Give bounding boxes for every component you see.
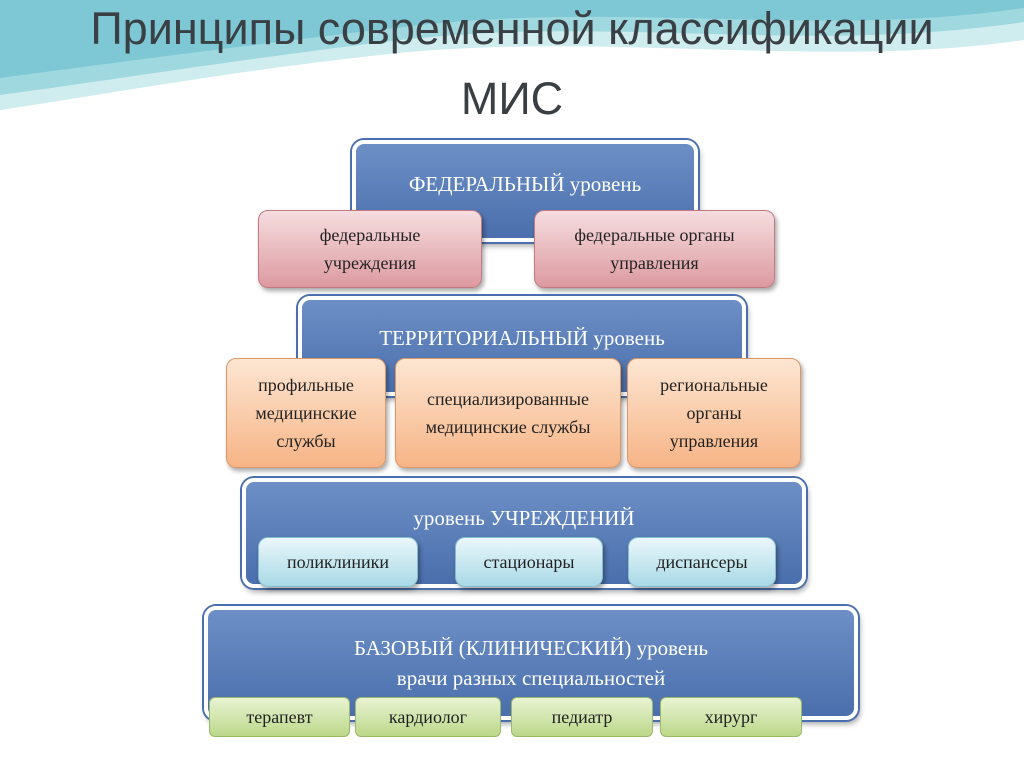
territorial-item-specialized-services: специализированные медицинские службы — [395, 358, 621, 468]
institution-item-hospitals: стационары — [455, 537, 603, 587]
federal-level-label: ФЕДЕРАЛЬНЫЙ уровень — [408, 172, 642, 196]
territorial-item-specialized-services-text: специализированные медицинские службы — [425, 389, 591, 437]
header-wave-decoration — [0, 0, 1024, 110]
federal-item-management: федеральные органы управления — [534, 210, 775, 288]
federal-item-institutions: федеральные учреждения — [258, 210, 482, 288]
institution-item-dispensaries-text: диспансеры — [656, 552, 748, 572]
territorial-level-label: ТЕРРИТОРИАЛЬНЫЙ уровень — [379, 326, 665, 350]
institution-item-hospitals-text: стационары — [483, 552, 575, 572]
institution-item-dispensaries: диспансеры — [628, 537, 776, 587]
slide-title-line2: МИС — [460, 73, 564, 124]
institution-item-polyclinics: поликлиники — [258, 537, 418, 587]
doctor-item-cardiologist: кардиолог — [355, 697, 501, 737]
doctor-item-therapist-text: терапевт — [246, 707, 313, 727]
doctor-item-surgeon-text: хирург — [704, 707, 758, 727]
institution-item-polyclinics-text: поликлиники — [286, 552, 389, 572]
slide-title-line1: Принципы современной классификации — [90, 3, 934, 54]
institutional-level-label: уровень УЧРЕЖДЕНИЙ — [413, 506, 635, 530]
territorial-item-profile-services-text: профильные медицинские службы — [255, 375, 357, 451]
territorial-item-profile-services: профильные медицинские службы — [226, 358, 386, 468]
territorial-item-regional-management-text: региональные органы управления — [660, 375, 768, 451]
basic-level-label: БАЗОВЫЙ (КЛИНИЧЕСКИЙ) уровень — [353, 636, 709, 660]
territorial-item-regional-management: региональные органы управления — [627, 358, 801, 468]
doctor-item-cardiologist-text: кардиолог — [388, 707, 468, 727]
basic-level-sublabel: врачи разных специальностей — [396, 666, 666, 690]
doctor-item-therapist: терапевт — [209, 697, 350, 737]
doctor-item-surgeon: хирург — [660, 697, 802, 737]
federal-item-management-text: федеральные органы управления — [574, 225, 735, 273]
doctor-item-pediatrician: педиатр — [511, 697, 653, 737]
federal-item-institutions-text: федеральные учреждения — [319, 225, 421, 273]
doctor-item-pediatrician-text: педиатр — [551, 707, 613, 727]
